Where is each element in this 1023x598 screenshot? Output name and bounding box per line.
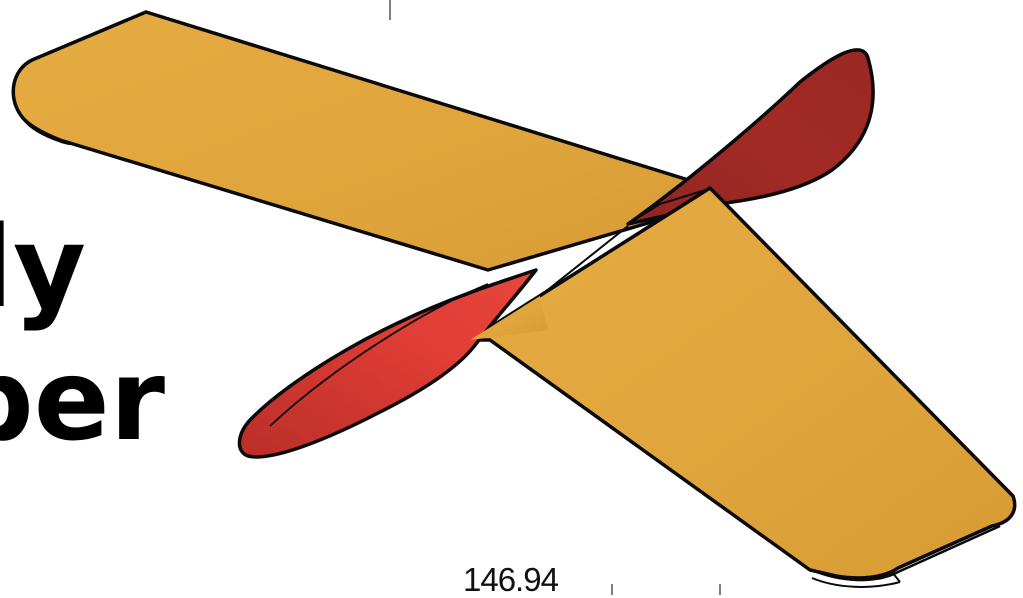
right-wing-tip-inner <box>811 571 901 588</box>
lower-fin-crease <box>269 283 489 427</box>
right-wing[interactable] <box>468 186 1017 580</box>
vertical-fin-root <box>627 187 713 225</box>
reference-ticks <box>389 0 721 595</box>
right-wing-tip <box>811 524 1001 582</box>
title-line-1: ly <box>0 203 86 333</box>
right-wing-root-overlap <box>470 296 548 340</box>
left-wing[interactable] <box>11 10 742 272</box>
dimension-label: 146.94 <box>463 561 559 598</box>
lower-fin[interactable] <box>237 268 538 459</box>
title-line-2: per <box>0 336 165 466</box>
vertical-fin[interactable] <box>626 48 875 226</box>
left-wing-edge <box>18 113 71 146</box>
